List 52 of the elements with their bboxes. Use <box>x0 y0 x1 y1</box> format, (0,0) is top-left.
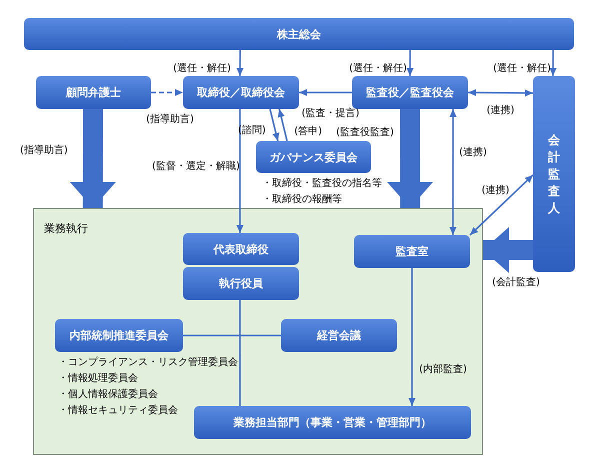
edge-label: (内部監査) <box>419 362 467 376</box>
edge-label: (連携) <box>482 184 510 197</box>
arrow <box>468 89 533 96</box>
dashed-arrow <box>151 89 183 96</box>
arrow <box>406 50 414 76</box>
edge-label: (連携) <box>459 146 487 159</box>
edge-label: (監督・選定・解職) <box>152 160 240 173</box>
panel-title: 業務執行 <box>44 221 88 236</box>
panel-background <box>33 208 483 455</box>
edge-label: (会計監査) <box>492 276 540 290</box>
note-text: ・個人情報保護委員会 <box>58 388 158 401</box>
edge-label: (指導助言) <box>146 112 194 126</box>
edge-label: (答申) <box>294 124 322 138</box>
process-box: 取締役／取締役会 <box>183 76 299 109</box>
arrow <box>269 108 280 142</box>
connector-line <box>239 300 241 406</box>
arrow <box>278 108 288 142</box>
note-text: ・取締役の報酬等 <box>262 192 342 206</box>
note-text: ・取締役・監査役の指名等 <box>262 176 382 190</box>
edge-label: (連携) <box>486 104 514 117</box>
connector-line <box>183 334 281 336</box>
edge-label: (監査役監査) <box>336 126 394 138</box>
process-box: 執行役員 <box>183 267 299 300</box>
process-box: ガバナンス委員会 <box>256 141 371 173</box>
edge-label: (選任・解任) <box>493 62 551 75</box>
edge-label: (選任・解任) <box>349 62 407 75</box>
block-arrow <box>70 108 116 208</box>
note-text: ・コンプライアンス・リスク管理委員会 <box>58 356 238 369</box>
arrow <box>550 50 557 76</box>
arrow <box>449 109 457 235</box>
edge-label: (指導助言) <box>20 144 68 156</box>
block-arrow <box>483 227 534 274</box>
process-box: 監査役／監査役会 <box>352 76 468 109</box>
edge-label: (監査・提言) <box>302 106 360 120</box>
arrow <box>236 50 244 76</box>
process-box: 会計監査人 <box>533 76 575 272</box>
note-text: ・情報セキュリティ委員会 <box>58 404 178 417</box>
arrow <box>236 109 244 233</box>
process-box: 顧問弁護士 <box>36 76 151 109</box>
edge-label: (選任・解任) <box>173 62 231 75</box>
process-box: 業務担当部門（事業・営業・管理部門） <box>194 406 471 439</box>
block-arrow <box>387 109 434 208</box>
arrow <box>469 174 534 236</box>
process-box: 内部統制推進委員会 <box>55 319 183 352</box>
edge-label: (諮問) <box>238 124 266 137</box>
arrow <box>299 89 352 96</box>
process-box: 監査室 <box>354 235 470 268</box>
process-box: 株主総会 <box>24 18 574 50</box>
process-box: 代表取締役 <box>183 233 299 265</box>
process-box: 経営会議 <box>281 319 397 352</box>
note-text: ・情報処理委員会 <box>58 372 138 385</box>
arrow <box>408 268 416 406</box>
